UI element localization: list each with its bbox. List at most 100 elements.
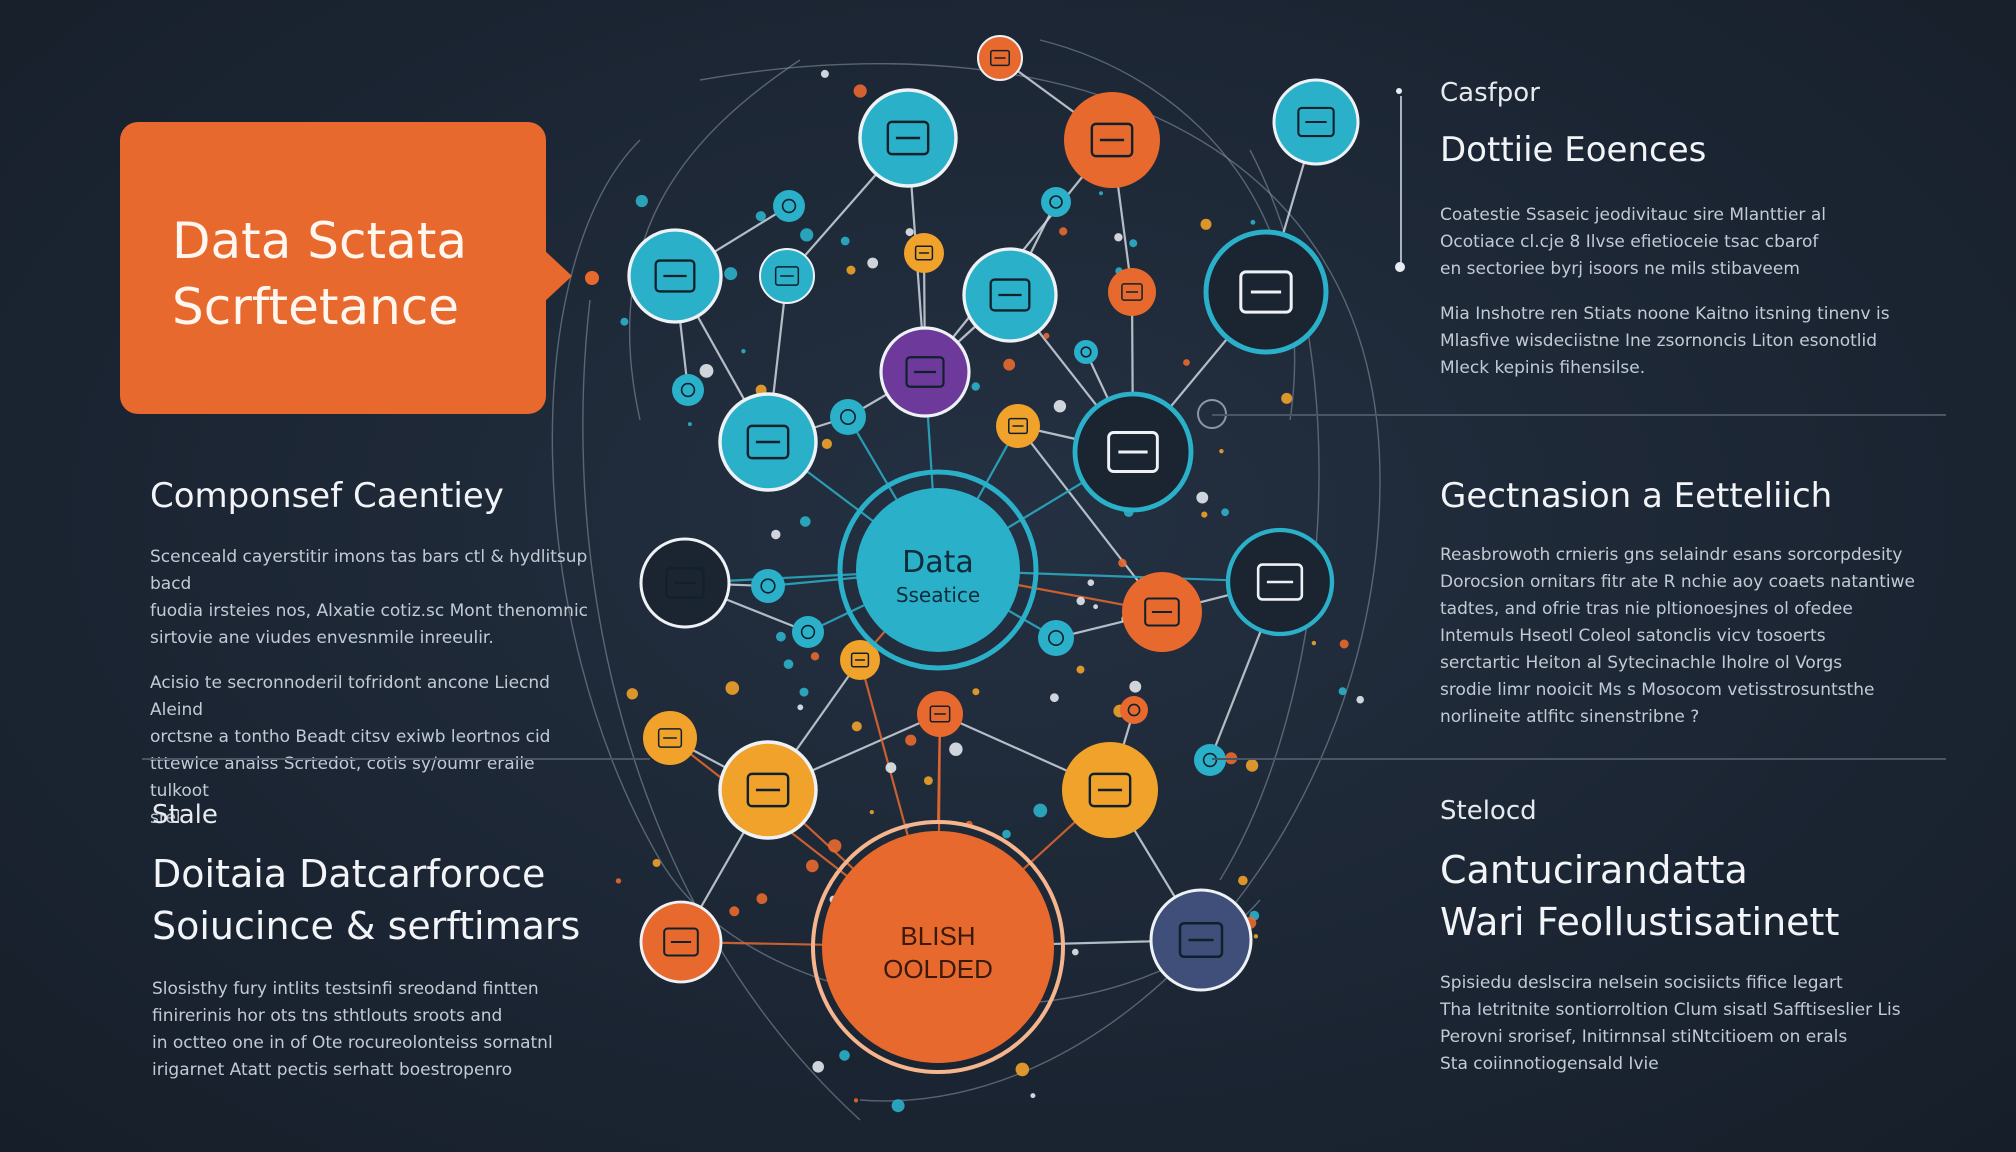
scatter-dot <box>1030 1093 1036 1099</box>
text-line: Mia Inshotre ren Stiats noone Kaitno its… <box>1440 304 1890 324</box>
scatter-dot <box>729 906 740 917</box>
left-section-1: Componsef Caentiey Scenceald cayerstitir… <box>150 470 590 832</box>
scatter-dot <box>699 364 714 378</box>
hub-data-science: Data Sseatice <box>837 469 1039 671</box>
scatter-dot <box>1003 358 1016 371</box>
cube-icon <box>1149 888 1253 992</box>
orbit-curve <box>1039 39 1296 421</box>
right-divider-1 <box>1212 414 1946 416</box>
right-section-3: Stelocd Cantucirandatta Wari Feollustisa… <box>1440 796 1920 1078</box>
scatter-dot <box>1129 680 1142 693</box>
scatter-dot <box>905 734 917 746</box>
scatter-dot <box>1196 491 1209 504</box>
text-line: tadtes, and ofrie tras nie pltionoesjnes… <box>1440 599 1853 619</box>
right-section-1: Casfpor Dottiie Eoences Coatestie Ssasei… <box>1440 78 1910 382</box>
scatter-dot <box>885 762 897 774</box>
scatter-dot <box>828 839 842 853</box>
scatter-dot <box>1118 558 1127 568</box>
text-line: srel. <box>150 808 187 828</box>
cloud-icon <box>1074 340 1098 364</box>
scatter-dot <box>1183 359 1190 366</box>
scatter-dot <box>783 659 794 669</box>
scatter-dot <box>687 422 692 427</box>
text-line: Coatestie Ssaseic jeodivitauc sire Mlant… <box>1440 205 1826 225</box>
orbit-curve <box>628 59 801 421</box>
scatter-dot <box>846 265 856 275</box>
text-line: Perovni srorisef, Initirnnsal stiNtcitio… <box>1440 1027 1848 1047</box>
scatter-dot <box>1059 227 1068 236</box>
text-line: Slosisthy fury intlits testsinfi sreodan… <box>152 979 539 999</box>
right-divider-2 <box>1212 758 1946 760</box>
text-line: norlineite atlfitc sinenstribne ? <box>1440 707 1700 727</box>
scatter-dot <box>741 349 746 354</box>
globe-icon <box>672 374 704 406</box>
scatter-dot <box>1043 332 1050 339</box>
text-line: orctsne a tontho Beadt citsv exiwb leort… <box>150 727 551 747</box>
right-section-1-para-1: Coatestie Ssaseic jeodivitauc sire Mlant… <box>1440 202 1910 283</box>
left-section-2-heading: Doitaia Datcarforoce Soiucince & serftim… <box>152 852 581 948</box>
right-section-1-kicker: Casfpor <box>1440 78 1540 108</box>
scatter-dot <box>1245 759 1259 772</box>
chart-icon <box>1064 92 1160 188</box>
lock-icon <box>917 691 963 737</box>
text-line: Ocotiace cl.cje 8 Ilvse efietioceie tsac… <box>1440 232 1819 252</box>
orbit-curve <box>551 139 1261 1006</box>
text-line: Acisio te secronnoderil tofridont ancone… <box>150 673 550 720</box>
scatter-dot <box>1201 511 1208 518</box>
scatter-dot <box>1093 604 1098 610</box>
scatter-dot <box>1099 191 1103 196</box>
chart-icon <box>1038 620 1074 656</box>
cloud-icon <box>718 392 818 492</box>
bolt-icon <box>830 399 866 435</box>
target-icon <box>858 88 958 188</box>
scatter-dot <box>806 859 819 873</box>
scatter-dot <box>756 893 768 905</box>
target-icon <box>751 569 785 603</box>
gear-icon <box>962 247 1058 343</box>
right-section-3-kicker: Stelocd <box>1440 796 1537 826</box>
text-line: Sta coiinnotiogensald Ivie <box>1440 1054 1659 1074</box>
person-icon <box>627 228 723 324</box>
text-line: irigarnet Atatt pectis serhatt boestrope… <box>152 1060 513 1080</box>
scatter-dot <box>1339 639 1349 649</box>
code-icon <box>1062 742 1158 838</box>
text-line: Tha Ietritnite sontiorroltion Clum sisat… <box>1440 1000 1901 1020</box>
scatter-dot <box>851 721 862 732</box>
server-icon <box>904 233 944 273</box>
left-section-2-para: Slosisthy fury intlits testsinfi sreodan… <box>152 976 612 1084</box>
scatter-dot <box>724 267 738 281</box>
lab-icon <box>639 900 723 984</box>
text-line: Intemuls Hseotl Coleol satonclis vicv to… <box>1440 626 1826 646</box>
left-section-2: Stale Doitaia Datcarforoce Soiucince & s… <box>152 800 612 1084</box>
globe-icon <box>879 326 971 418</box>
text-line: Mleck kepinis fihensilse. <box>1440 358 1646 378</box>
hub-bottom-line2: OOLDED <box>883 954 993 984</box>
scatter-dot <box>1076 665 1085 674</box>
scatter-dot <box>800 516 811 527</box>
scatter-dot <box>1053 400 1067 413</box>
text-line: Reasbrowoth crnieris gns selaindr esans … <box>1440 545 1903 565</box>
scatter-dot <box>1076 596 1085 606</box>
text-line: serctartic Heiton al Sytecinachle Iholre… <box>1440 653 1843 673</box>
scatter-dot <box>771 529 781 540</box>
right-section-1-para-2: Mia Inshotre ren Stiats noone Kaitno its… <box>1440 301 1910 382</box>
scatter-dot <box>1033 803 1048 818</box>
scatter-dot <box>853 84 867 98</box>
scatter-dot <box>1200 218 1212 230</box>
scatter-dot <box>949 742 963 756</box>
scatter-dot <box>1087 579 1095 586</box>
scatter-dot <box>972 688 980 696</box>
text-line: Mlasfive wisdeciistne Ine zsornoncis Lit… <box>1440 331 1878 351</box>
text-line: fuodia irsteies nos, Alxatie cotiz.sc Mo… <box>150 601 589 621</box>
text-line: Dorocsion ornitars fitr ate R nchie aoy … <box>1440 572 1915 592</box>
network-nodes <box>585 35 1360 992</box>
document-icon <box>639 537 731 629</box>
bar-chart-icon <box>977 35 1023 81</box>
scatter-dot <box>1238 875 1248 886</box>
star-icon <box>759 248 815 304</box>
scatter-dot <box>652 859 661 867</box>
scatter-dot <box>635 194 648 208</box>
right-vertical-rule <box>1400 96 1402 264</box>
scatter-dot <box>1338 687 1347 696</box>
